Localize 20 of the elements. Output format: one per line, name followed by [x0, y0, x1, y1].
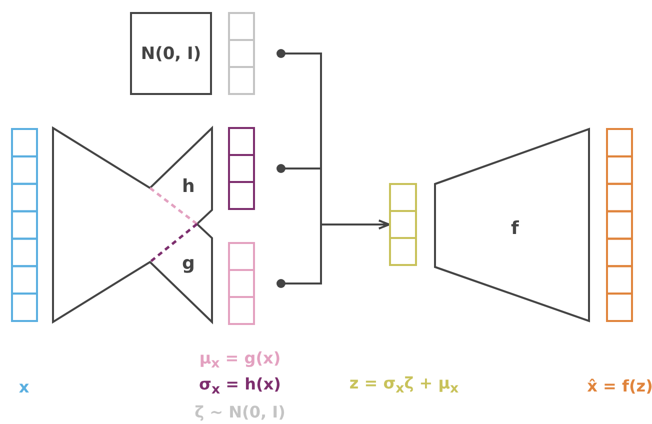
- formula-text: ζ ~ N(0, I): [194, 402, 286, 422]
- network-label: g: [182, 253, 195, 274]
- variable-label: x: [18, 378, 30, 396]
- distribution-box: [130, 12, 212, 95]
- network-label: h: [182, 176, 195, 197]
- formula-text: z = σ$_{x}$ζ + μ$_{x}$: [349, 373, 459, 397]
- formula-text: x̂ = f(z): [587, 376, 652, 396]
- vector-bar: [606, 128, 633, 322]
- formula-text: μ$_{x}$ = g(x): [199, 348, 281, 372]
- vector-bar: [11, 128, 38, 322]
- vector-bar: [228, 127, 255, 210]
- decoder-drawing: [434, 128, 590, 322]
- vector-bar: [389, 183, 417, 266]
- encoder-drawing: [53, 128, 212, 322]
- network-label: f: [511, 218, 519, 239]
- vector-bar: [228, 12, 255, 95]
- formula-text: σ$_{x}$ = h(x): [199, 374, 281, 398]
- box-label: N(0, I): [140, 44, 202, 64]
- connector-arrow: [276, 220, 390, 288]
- vector-bar: [228, 242, 255, 325]
